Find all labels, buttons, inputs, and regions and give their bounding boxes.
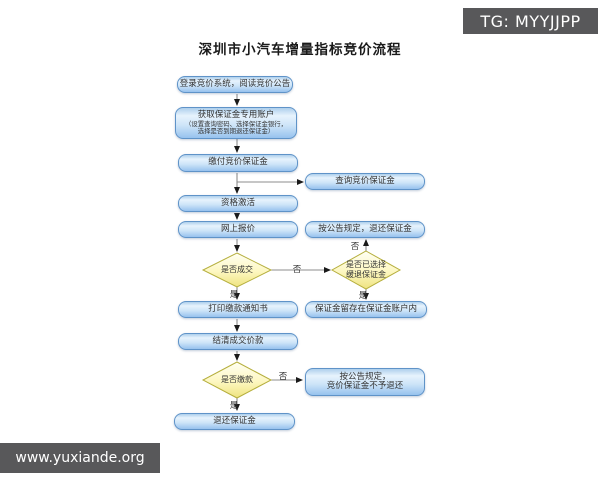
flow-node-account: 获取保证金专用账户 （设置查询密码、选择保证金银行， 选择是否到期退还保证金） [175,107,297,139]
flow-node-online-bid: 网上报价 [178,221,298,238]
telegram-badge: TG: MYYJJPP [463,8,598,34]
diamond-payment-decision [201,361,273,399]
decision-deferred-line2: 缓退保证金 [346,270,386,279]
flow-node-print-notice: 打印缴款通知书 [178,301,298,318]
edge-label-payment-no: 否 [278,372,288,382]
flow-node-login: 登录竞价系统，阅读竞价公告 [177,76,293,93]
decision-deferred-line1: 是否已选择 [346,260,386,270]
edge-label-deferred-yes: 是 [358,291,368,301]
flow-node-pay-deposit: 缴付竞价保证金 [178,154,298,172]
account-sub-line2: 选择是否到期退还保证金） [197,126,275,135]
account-label: 获取保证金专用账户 [197,110,275,121]
flow-node-query-deposit: 查询竞价保证金 [305,173,425,190]
no-refund-line2: 竞价保证金不予退还 [326,381,404,391]
edge-label-deal-no: 否 [292,265,302,275]
no-refund-line1: 按公告规定， [339,371,391,382]
flow-node-activate: 资格激活 [178,195,298,212]
edge-label-payment-yes: 是 [229,401,239,411]
page-title: 深圳市小汽车增量指标竞价流程 [198,42,402,58]
decision-deal-label: 是否成交 [221,265,253,275]
diamond-deferred-decision [330,250,402,290]
website-watermark: www.yuxiande.org [0,443,160,473]
flow-node-refund: 退还保证金 [174,413,295,430]
flow-node-settle-payment: 结清成交价款 [178,333,298,350]
flow-node-refund-by-rule: 按公告规定，退还保证金 [305,221,425,238]
diamond-deal-decision [201,252,273,288]
edge-label-deal-yes: 是 [229,290,239,300]
account-sub-line1: （设置查询密码、选择保证金银行， [185,119,287,128]
flow-node-keep-deposit: 保证金留存在保证金账户内 [305,301,427,318]
edge-label-deferred-no: 否 [350,242,360,252]
flow-node-no-refund: 按公告规定， 竞价保证金不予退还 [305,368,425,396]
decision-deferred-label: 是否已选择 缓退保证金 [332,251,400,289]
decision-payment-label: 是否缴款 [221,375,253,385]
